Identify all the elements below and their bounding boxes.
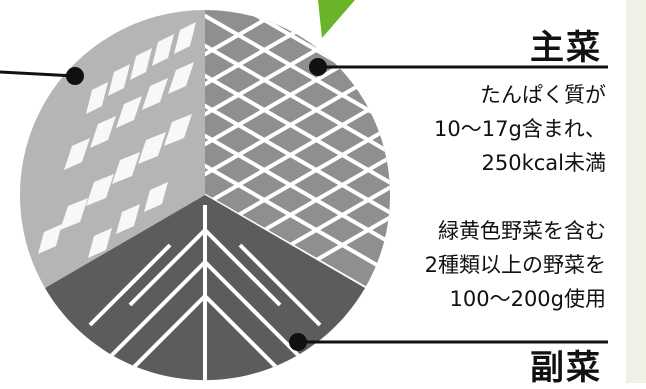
main-dish-desc-line-1: たんぱく質が <box>480 83 606 107</box>
staple-food-leader-line <box>0 70 76 78</box>
side-dish-desc-line-2: 2種類以上の野菜を <box>424 253 606 277</box>
main-dish-description: たんぱく質が 10〜17g含まれ、 250kcal未満 <box>434 78 606 180</box>
main-dish-heading: 主菜 <box>530 28 602 68</box>
side-strip <box>626 0 646 383</box>
side-dish-desc-line-1: 緑黄色野菜を含む <box>438 219 606 243</box>
main-dish-desc-line-3: 250kcal未満 <box>481 151 607 175</box>
main-dish-marker-dot <box>309 58 327 76</box>
staple-food-pattern <box>38 22 196 258</box>
side-dish-heading: 副菜 <box>530 348 602 388</box>
side-dish-desc-line-3: 100〜200g使用 <box>449 287 607 311</box>
accent-wedge <box>318 0 355 38</box>
staple-food-marker-dot <box>66 67 84 85</box>
side-dish-description: 緑黄色野菜を含む 2種類以上の野菜を 100〜200g使用 <box>425 214 606 316</box>
side-dish-marker-dot <box>289 333 307 351</box>
main-dish-desc-line-2: 10〜17g含まれ、 <box>434 117 606 141</box>
